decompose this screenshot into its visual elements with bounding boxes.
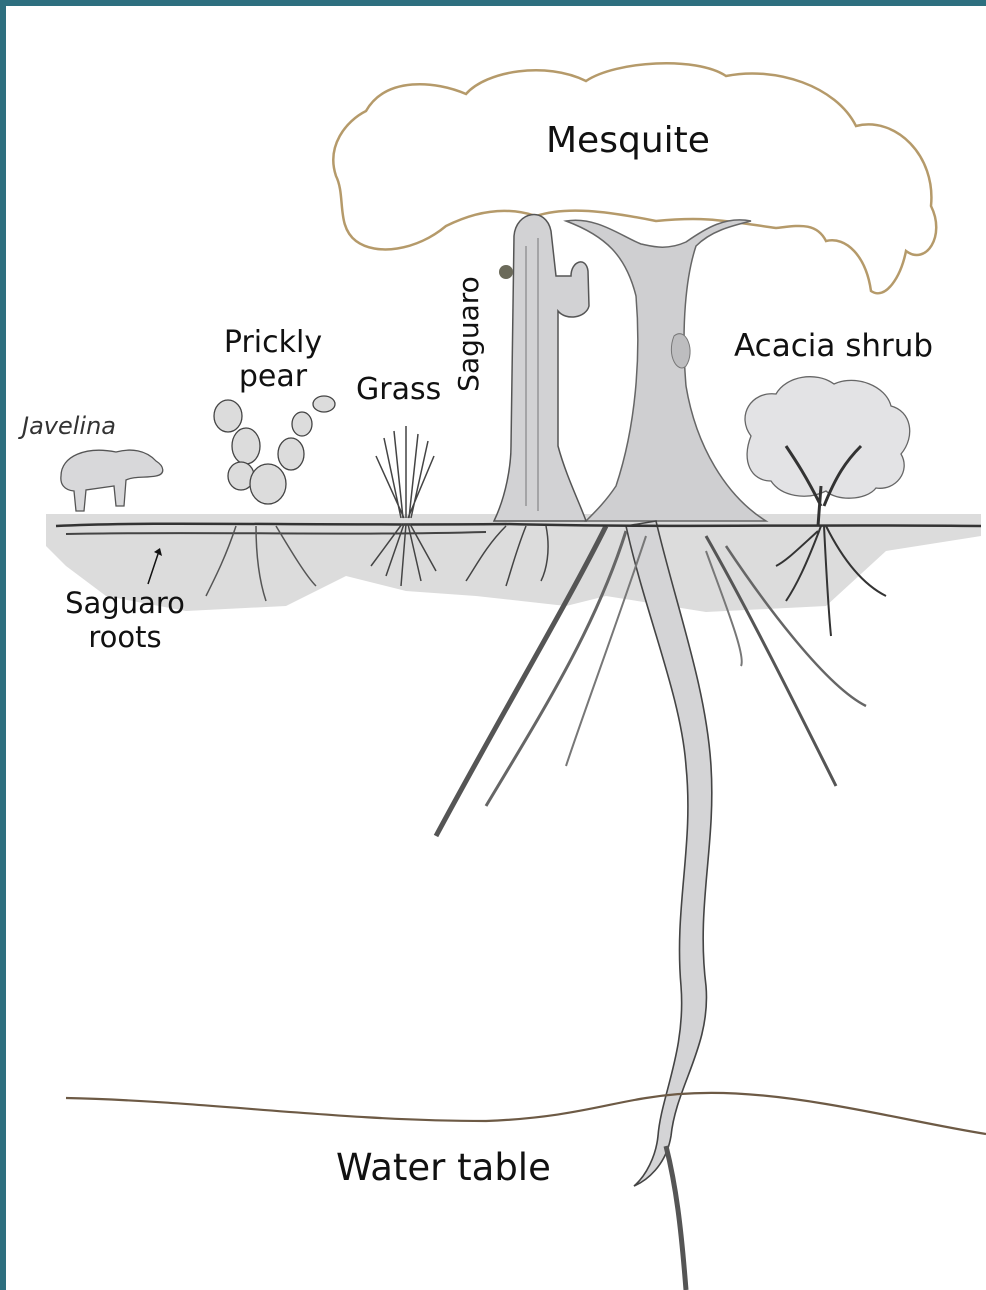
label-acacia-shrub: Acacia shrub <box>734 328 933 364</box>
water-table-line <box>66 1093 986 1134</box>
prickly-pear-cactus <box>214 396 335 504</box>
label-javelina: Javelina <box>22 412 116 440</box>
label-grass: Grass <box>356 372 441 407</box>
javelina-body <box>61 450 163 511</box>
saguaro-body <box>494 215 589 521</box>
mesquite-taproot <box>626 521 712 1186</box>
label-mesquite: Mesquite <box>546 120 710 161</box>
diagram-frame: Mesquite Acacia shrub Prickly pear Grass… <box>6 6 986 1290</box>
label-saguaro-text: Saguaro <box>452 274 485 394</box>
mesquite-trunk <box>566 220 766 521</box>
mesquite-knot <box>671 334 690 368</box>
label-saguaro-roots: Saguaro roots <box>52 586 198 654</box>
label-prickly-pear: Prickly pear <box>210 326 336 394</box>
label-water-table: Water table <box>336 1146 551 1189</box>
acacia-shrub-foliage <box>745 377 910 498</box>
